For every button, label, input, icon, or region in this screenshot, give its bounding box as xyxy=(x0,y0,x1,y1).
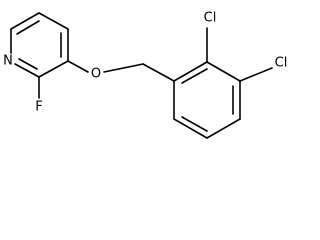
nitrogen-label: N xyxy=(3,54,13,69)
bond-a2-a3 xyxy=(206,61,241,82)
bond-a5-a6 xyxy=(173,118,208,139)
bond-c2-n1-inner xyxy=(18,58,38,70)
pyridine-ring xyxy=(10,12,69,78)
bond-o-ch2 xyxy=(103,63,144,73)
bond-ch2-ring xyxy=(142,63,175,82)
fluorine-label: F xyxy=(35,100,42,115)
chlorine-top-label: Cl xyxy=(204,11,217,26)
bond-c6-c5-inner xyxy=(16,20,40,35)
bond-a1-a2-inner xyxy=(181,68,208,84)
bond-c6-c5 xyxy=(10,12,40,30)
dichlorobenzene-ring xyxy=(173,61,241,139)
bond-a3-cl xyxy=(239,67,273,82)
chemical-structure: N F O Cl Cl xyxy=(3,11,288,139)
bond-c3-c2 xyxy=(38,60,69,78)
bond-a4-a5 xyxy=(206,118,241,139)
bond-c2-n1 xyxy=(14,63,40,78)
chlorine-right-label: Cl xyxy=(275,56,288,71)
bond-c3-o xyxy=(67,60,89,73)
oxygen-label: O xyxy=(91,67,101,82)
bond-c5-c4 xyxy=(38,12,69,30)
bond-a1-a2 xyxy=(173,61,208,82)
bond-a5-a6-inner xyxy=(181,116,208,132)
